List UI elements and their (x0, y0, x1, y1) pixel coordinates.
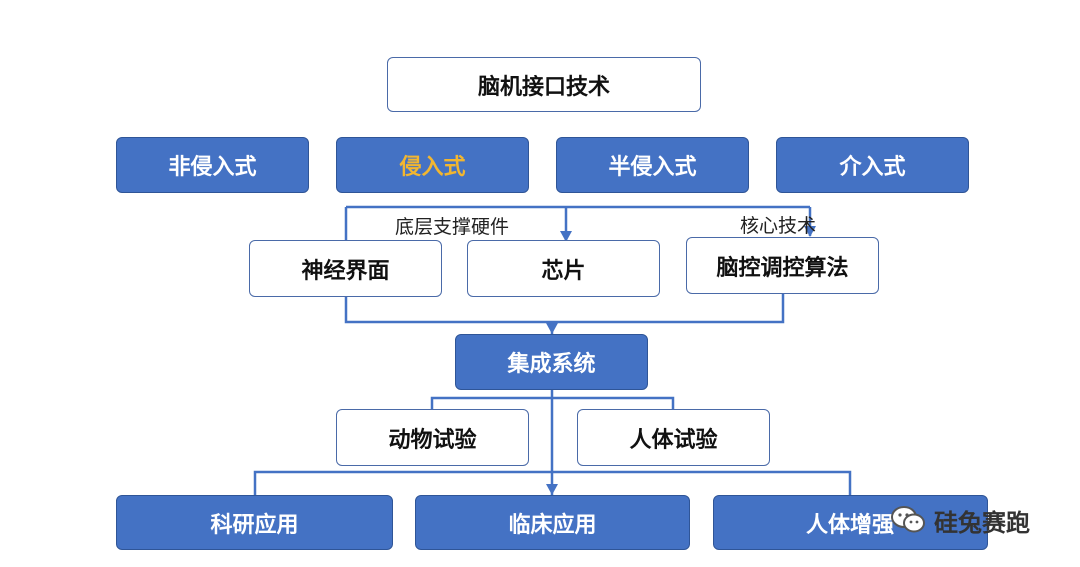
watermark-text: 硅兔赛跑 (934, 508, 1030, 537)
approach-interventional: 介入式 (776, 137, 969, 193)
integration-system: 集成系统 (455, 334, 648, 390)
annotation-hardware: 底层支撑硬件 (395, 216, 510, 238)
approach-semi-invasive: 半侵入式 (556, 137, 749, 193)
approach-invasive: 侵入式 (336, 137, 529, 193)
wechat-icon (891, 506, 925, 533)
application-clinical: 临床应用 (415, 495, 690, 550)
application-research: 科研应用 (116, 495, 393, 550)
trial-animal: 动物试验 (336, 409, 529, 466)
annotation-core-tech: 核心技术 (740, 215, 817, 237)
component-neural-interface: 神经界面 (249, 240, 442, 297)
trial-human: 人体试验 (577, 409, 770, 466)
component-algorithm: 脑控调控算法 (686, 237, 879, 294)
application-human-enhancement: 人体增强 (713, 495, 988, 550)
watermark: 硅兔赛跑 (890, 500, 1030, 540)
component-chip: 芯片 (467, 240, 660, 297)
root-node: 脑机接口技术 (387, 57, 701, 112)
approach-noninvasive: 非侵入式 (116, 137, 309, 193)
